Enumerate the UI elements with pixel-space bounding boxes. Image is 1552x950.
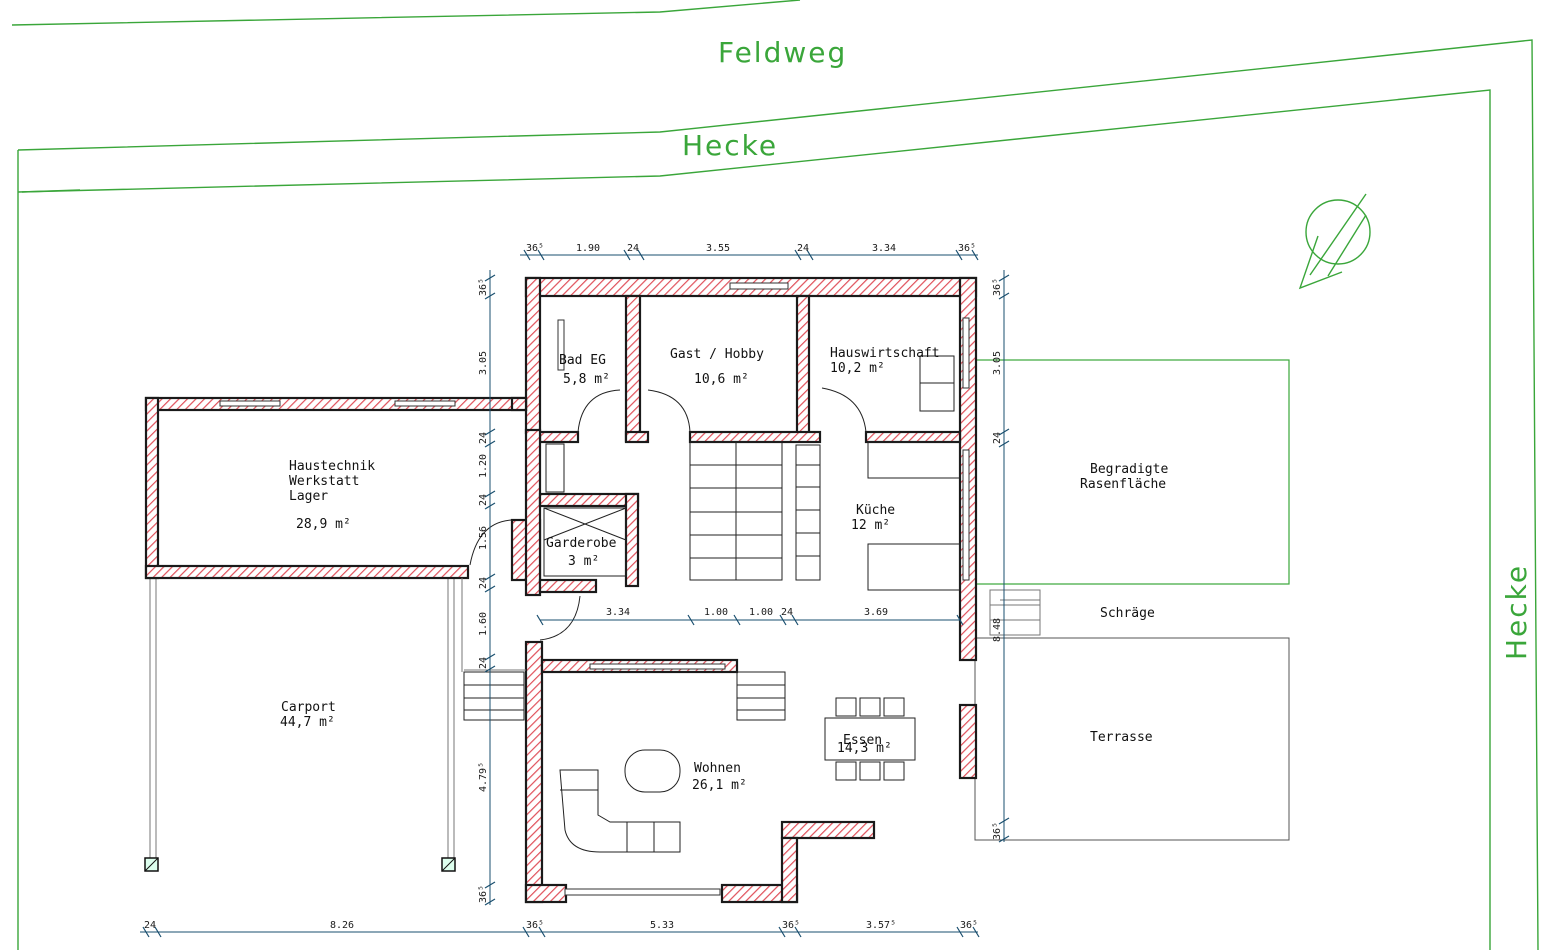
dim-bottom-2: 8.26 [330,920,354,931]
dim-left-6: 1.56 [478,526,489,550]
room-wohnen-name: Wohnen [694,761,741,776]
dim-left-7: 24 [478,577,489,589]
dim-left-10: 4.79⁵ [478,762,489,792]
door-swings [469,387,867,641]
dim-bottom-7: 36⁵ [960,920,978,931]
room-gast-hobby-area: 10,6 m² [694,372,749,387]
hecke-right-label: Hecke [1500,564,1533,660]
room-wohnen-area: 26,1 m² [692,778,747,793]
dim-top-3: 24 [627,243,639,254]
room-essen-name: Essen [843,733,882,748]
room-gast-hobby-name: Gast / Hobby [670,347,764,362]
dim-left-8: 1.60 [478,612,489,636]
north-arrow-icon [1298,193,1371,290]
site-boundary [11,0,1539,950]
sofa [559,749,681,853]
dim-left-3: 24 [478,432,489,444]
dim-mid-1: 3.34 [606,607,630,618]
slope-label: Schräge [1100,606,1155,621]
dim-left-4: 1.20 [478,454,489,478]
lawn-label-2: Rasenfläche [1080,477,1166,492]
dim-left-1: 36⁵ [478,278,489,296]
room-kueche-name: Küche [856,503,895,518]
room-carport-area: 44,7 m² [280,715,335,730]
hecke-top-label: Hecke [682,129,778,162]
dim-top-4: 3.55 [706,243,730,254]
dim-left-11: 36⁵ [478,885,489,903]
dim-right-4: 8.48 [992,618,1003,642]
dim-mid-3: 1.00 [749,607,773,618]
dim-top-5: 24 [797,243,809,254]
dim-mid-4: 24 [781,607,793,618]
dim-mid-5: 3.69 [864,607,888,618]
room-hauswirtschaft-name: Hauswirtschaft [830,346,940,361]
room-haustechnik-name-3: Lager [289,489,328,504]
windows [219,282,970,896]
dim-bottom-1: 24 [144,920,156,931]
room-haustechnik-name-2: Werkstatt [289,474,359,489]
dim-left-5: 24 [478,494,489,506]
dim-bottom-4: 5.33 [650,920,674,931]
dim-right-1: 36⁵ [992,278,1003,296]
room-bad-eg-name: Bad EG [559,353,606,368]
room-bad-eg-area: 5,8 m² [563,372,610,387]
lawn-label-1: Begradigte [1090,462,1168,477]
dim-bottom-3: 36⁵ [526,920,544,931]
dim-right-2: 3.05 [992,351,1003,375]
carport [144,575,456,872]
dim-top-6: 3.34 [872,243,896,254]
room-garderobe-area: 3 m² [568,554,599,569]
room-haustechnik-area: 28,9 m² [296,517,351,532]
room-garderobe-name: Garderobe [546,536,617,551]
room-essen-area: 14,3 m² [837,741,892,756]
dim-left-9: 24 [478,657,489,669]
room-carport-name: Carport [281,700,336,715]
dim-bottom-5: 36⁵ [782,920,800,931]
terrace-label: Terrasse [1090,730,1153,745]
dim-top-1: 36⁵ [526,243,544,254]
room-kueche-area: 12 m² [851,518,890,533]
dim-right-3: 24 [992,432,1003,444]
dining-table [824,697,916,781]
dim-top-2: 1.90 [576,243,600,254]
room-hauswirtschaft-area: 10,2 m² [830,361,885,376]
feldweg-label: Feldweg [718,36,847,69]
room-haustechnik-name-1: Haustechnik [289,459,375,474]
kitchen-counters [543,355,961,591]
staircase [689,441,821,581]
dimension-lines [140,249,1010,938]
dim-bottom-6: 3.57⁵ [866,920,896,931]
entry-steps [461,578,786,721]
dim-right-5: 36⁵ [992,822,1003,840]
dim-top-7: 36⁵ [958,243,976,254]
dim-mid-2: 1.00 [704,607,728,618]
outdoor-areas [974,359,1290,841]
dim-left-2: 3.05 [478,351,489,375]
